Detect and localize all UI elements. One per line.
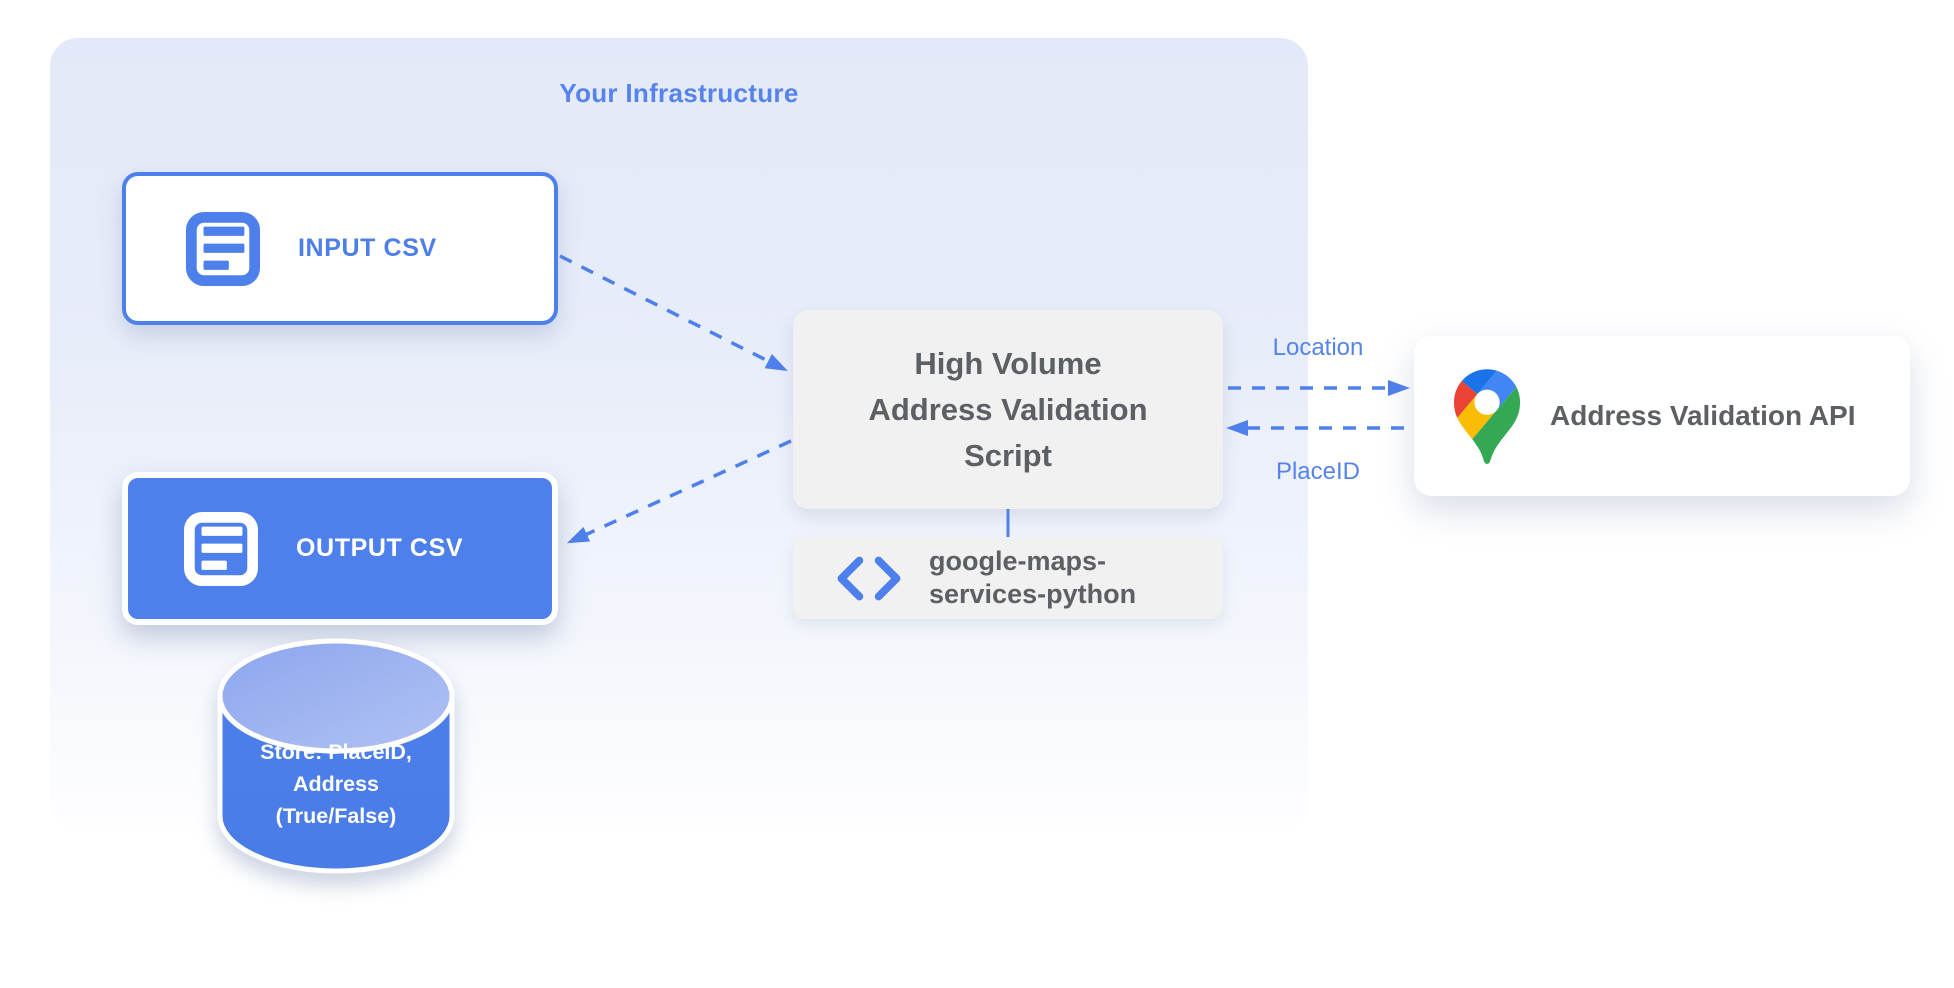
library-node: google-maps- services-python bbox=[793, 537, 1223, 619]
google-maps-pin-icon bbox=[1454, 368, 1520, 464]
datastore-label-line: (True/False) bbox=[275, 804, 397, 828]
datastore-cylinder bbox=[214, 634, 458, 880]
library-name: google-maps- services-python bbox=[929, 545, 1136, 611]
api-label: Address Validation API bbox=[1550, 400, 1856, 431]
script-node: High Volume Address Validation Script bbox=[793, 310, 1223, 509]
edge-label-placeid: PlaceID bbox=[1275, 458, 1361, 485]
cylinder-top bbox=[217, 638, 455, 754]
input-csv-label: INPUT CSV bbox=[298, 234, 437, 262]
script-title-line: Address Validation bbox=[868, 391, 1148, 427]
library-name-line: google-maps- bbox=[929, 546, 1107, 576]
edge-label-location: Location bbox=[1272, 334, 1364, 361]
code-icon bbox=[833, 552, 905, 605]
library-name-line: services-python bbox=[929, 579, 1137, 609]
input-csv-node: INPUT CSV bbox=[122, 172, 558, 325]
datastore-label: Store: PlaceID, Address (True/False) bbox=[214, 736, 458, 832]
infrastructure-title: Your Infrastructure bbox=[559, 78, 799, 108]
datastore-label-line: Address bbox=[292, 772, 380, 796]
output-csv-label: OUTPUT CSV bbox=[296, 534, 464, 562]
document-icon bbox=[186, 211, 260, 286]
script-title-line: High Volume bbox=[914, 345, 1102, 381]
datastore-label-line: Store: PlaceID, bbox=[260, 740, 412, 764]
output-csv-node: OUTPUT CSV bbox=[122, 472, 558, 625]
script-title-line: Script bbox=[964, 437, 1052, 473]
api-node: Address Validation API bbox=[1414, 336, 1910, 496]
document-icon bbox=[184, 511, 258, 586]
